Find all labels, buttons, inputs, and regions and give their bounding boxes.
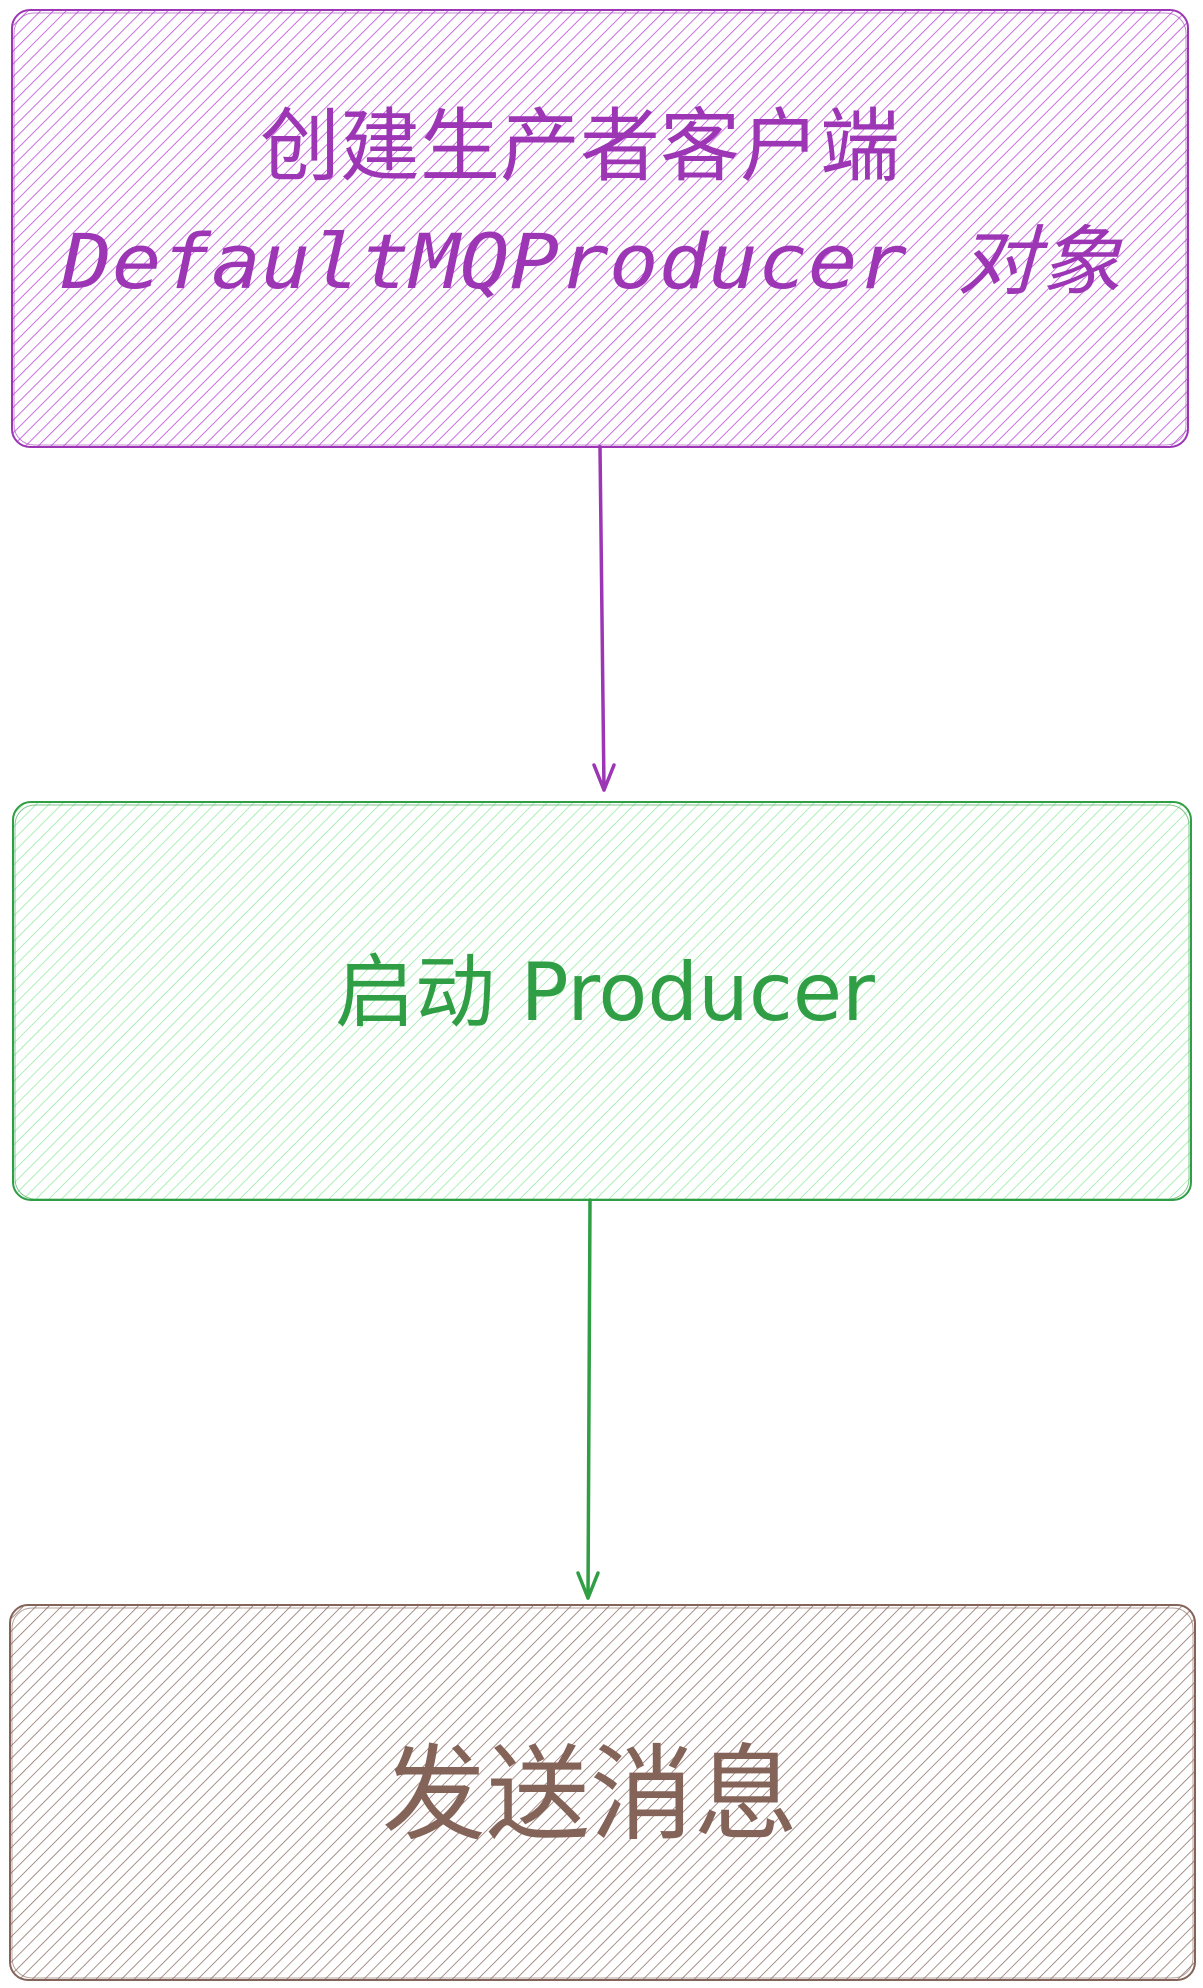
edge-start-to-send-line [586,1198,592,1600]
edge-start-to-send-arrowhead [576,1571,600,1600]
node-create-producer-line1: 创建生产者客户端 [260,100,900,193]
edge-create-to-start-arrowhead [592,763,616,792]
node-send-message-label: 发送消息 [382,1733,798,1855]
edge-start-to-send [576,1198,600,1600]
node-send-message: 发送消息 [9,1604,1196,1981]
node-send-message-box-outline [11,1607,1194,1979]
node-create-producer-box-outline [13,12,1187,446]
edge-create-to-start [592,445,616,792]
node-start-producer: 启动 Producer [12,801,1192,1201]
edge-create-to-start-line [598,445,606,792]
node-start-producer-box-outline [14,804,1190,1200]
node-create-producer: 创建生产者客户端 DefaultMQProducer 对象 [11,9,1189,448]
node-start-producer-label: 启动 Producer [335,946,875,1039]
node-start-producer-box [12,801,1192,1201]
node-create-producer-line2: DefaultMQProducer 对象 [61,217,1123,306]
node-send-message-box [9,1604,1196,1981]
